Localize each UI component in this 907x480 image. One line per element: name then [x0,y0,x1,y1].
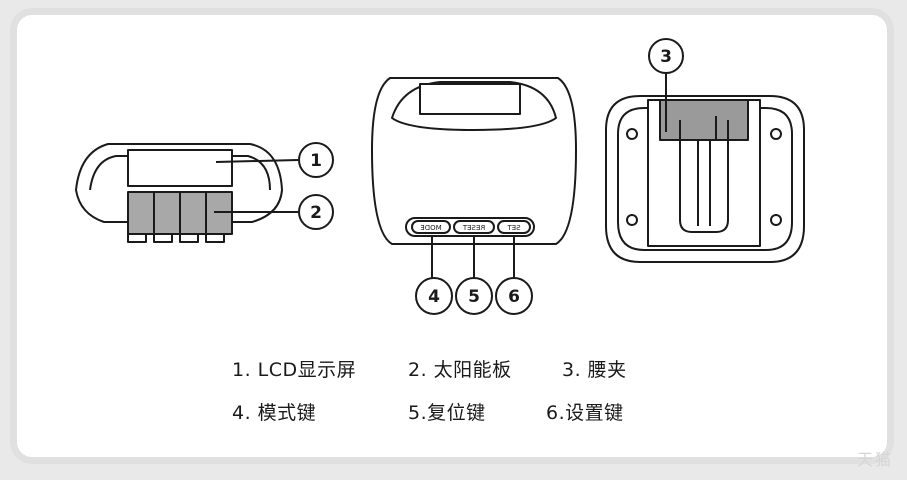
callout-number-5: 5 [468,287,480,307]
callout-number-2: 2 [310,203,322,223]
lcd-screen-side [127,149,233,187]
reset-button-label: RESET [462,224,485,232]
callout-circle-5 [455,277,493,315]
watermark: 天猫 [856,450,893,469]
callout-number-4: 4 [428,287,440,307]
device-side-view [75,143,283,243]
lcd-screen-front [419,83,521,115]
legend-item-5: 5.复位键 [408,402,486,424]
mode-button-label: MODE [420,224,441,232]
callout-circle-4 [415,277,453,315]
callout-circle-2 [298,194,334,230]
leader-line-1 [215,159,299,163]
set-button-label: SET [507,224,521,232]
device-front-view [371,77,577,245]
legend-item-6: 6.设置键 [546,402,624,424]
legend-item-3: 3. 腰夹 [562,359,627,381]
callout-number-6: 6 [508,287,520,307]
callout-number-1: 1 [310,151,322,171]
legend-item-1: 1. LCD显示屏 [232,359,357,381]
mode-button [411,220,451,234]
legend-item-4: 4. 模式键 [232,402,317,424]
callout-circle-6 [495,277,533,315]
legend-item-2: 2. 太阳能板 [408,359,512,381]
callout-circle-3 [648,38,684,74]
set-button [497,220,531,234]
callout-circle-1 [298,142,334,178]
device-back-view [605,95,805,263]
callout-number-3: 3 [660,47,672,67]
reset-button [453,220,495,234]
